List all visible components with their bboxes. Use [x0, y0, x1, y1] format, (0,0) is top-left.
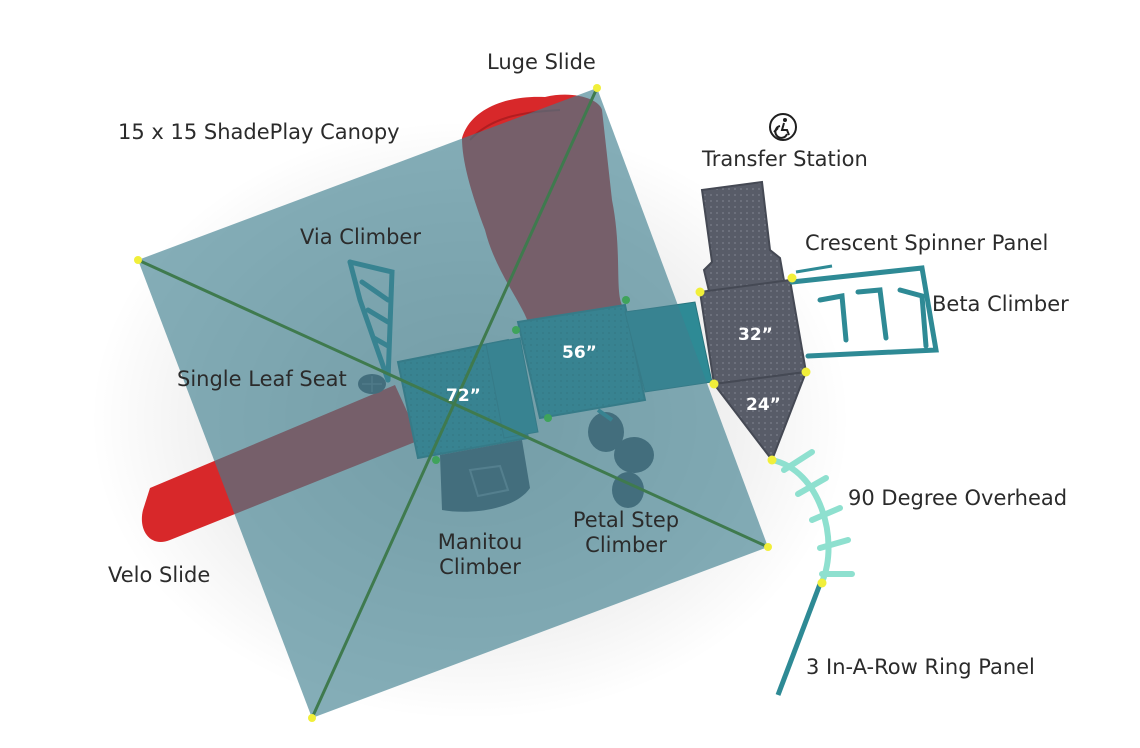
label-luge-slide: Luge Slide [487, 50, 596, 74]
post-markers [432, 296, 630, 464]
deck-24-dimension: 24” [746, 395, 781, 415]
label-overhead-90: 90 Degree Overhead [848, 486, 1068, 510]
deck-72-dimension: 72” [446, 386, 481, 406]
label-single-leaf-seat: Single Leaf Seat [177, 367, 347, 391]
canopy-corner-markers [134, 84, 772, 722]
overhead-90 [769, 449, 855, 585]
wheelchair-transfer-icon [768, 112, 798, 147]
label-petal-step-climber-line2: Climber [585, 533, 667, 558]
label-canopy: 15 x 15 ShadePlay Canopy [118, 120, 400, 144]
deck-56-dimension: 56” [562, 343, 597, 363]
label-velo-slide: Velo Slide [108, 563, 211, 587]
label-petal-step-climber: Petal Step Climber [566, 508, 686, 558]
label-transfer-station: Transfer Station [702, 147, 868, 171]
label-via-climber: Via Climber [300, 225, 421, 249]
label-petal-step-climber-line1: Petal Step [572, 508, 680, 532]
label-manitou-climber-line2: Climber [439, 555, 521, 580]
label-crescent-spinner-panel: Crescent Spinner Panel [805, 231, 1049, 255]
ring-panel [775, 583, 823, 696]
crescent-spinner-panel [795, 264, 833, 274]
deck-joint-markers [695, 273, 827, 588]
label-ring-panel: 3 In-A-Row Ring Panel [806, 655, 1035, 679]
label-manitou-climber: Manitou Climber [430, 530, 530, 580]
deck-32-dimension: 32” [738, 325, 773, 345]
canopy-ribs [137, 87, 769, 719]
label-manitou-climber-line1: Manitou [437, 530, 523, 554]
deck-24 [712, 370, 808, 463]
beta-climber [789, 265, 939, 359]
label-beta-climber: Beta Climber [932, 292, 1069, 316]
